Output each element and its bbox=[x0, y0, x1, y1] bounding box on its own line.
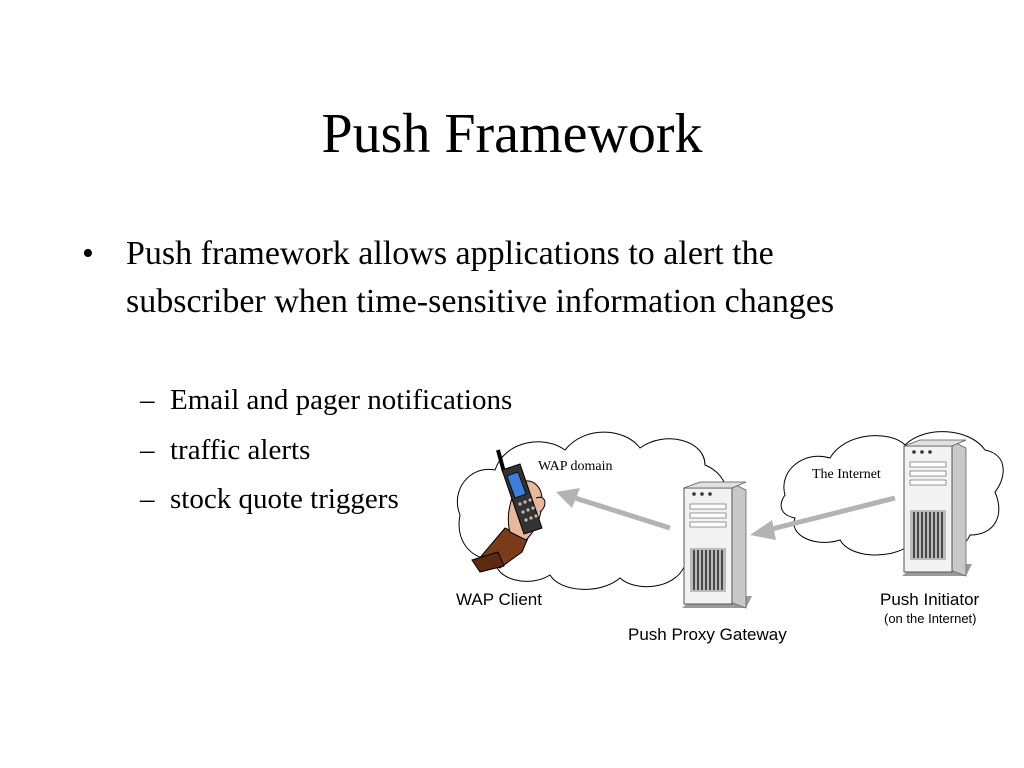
push-proxy-gateway-label: Push Proxy Gateway bbox=[628, 625, 787, 644]
push-architecture-diagram: WAP domain The Internet bbox=[450, 420, 1010, 660]
initiator-server-icon bbox=[902, 439, 972, 577]
sub-bullet-text: Email and pager notifications bbox=[170, 384, 513, 416]
slide-title: Push Framework bbox=[321, 103, 703, 165]
internet-cloud-label: The Internet bbox=[812, 467, 881, 482]
sub-bullet-marker: – bbox=[140, 434, 155, 466]
sub-bullet-marker: – bbox=[140, 483, 155, 515]
sub-bullet-text: stock quote triggers bbox=[170, 483, 399, 515]
arrow-gateway-to-client bbox=[556, 488, 671, 531]
gateway-server-icon bbox=[682, 481, 752, 609]
internet-cloud bbox=[780, 431, 1004, 556]
sub-bullet-text: traffic alerts bbox=[170, 434, 311, 466]
diagram-canvas: WAP domain The Internet bbox=[456, 431, 1004, 609]
sub-bullet-marker: – bbox=[140, 384, 155, 416]
bullet-marker: • bbox=[82, 235, 94, 272]
main-bullet-text: Push framework allows applications to al… bbox=[126, 235, 835, 320]
push-initiator-label: Push Initiator bbox=[880, 590, 980, 609]
push-initiator-sublabel: (on the Internet) bbox=[884, 611, 977, 626]
mobile-phone-icon bbox=[471, 449, 546, 573]
arrow-initiator-to-gateway bbox=[750, 495, 896, 540]
wap-client-label: WAP Client bbox=[456, 590, 542, 609]
wap-domain-label: WAP domain bbox=[538, 459, 613, 474]
